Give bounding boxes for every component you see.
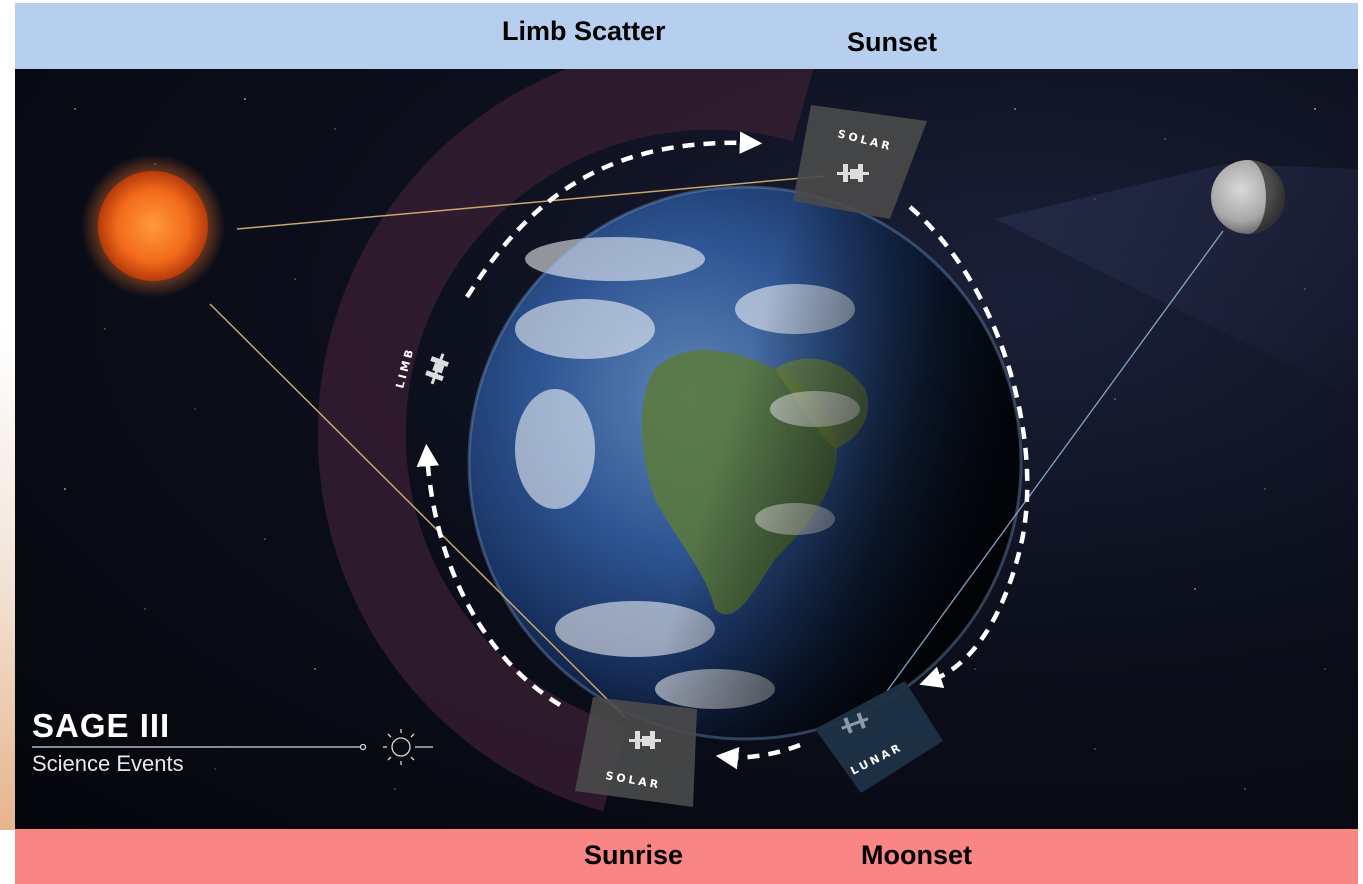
arrow-limb-to-sunset [465,131,763,299]
moonset-label: Moonset [861,840,972,870]
sage-iii-science-events-diagram: SOLAR LIMB SOLAR [15,69,1358,829]
limb-scatter-label: Limb Scatter [502,16,666,46]
left-edge-background [0,330,15,830]
bottom-label-band [15,829,1358,884]
moon [1211,160,1285,234]
sun [81,154,225,298]
poster-subtitle: Science Events [32,751,184,776]
diagram-svg: SOLAR LIMB SOLAR [32,69,1358,812]
sage-iii-title-block: SAGE III Science Events [32,709,184,777]
limb-segment: LIMB [393,345,449,390]
sunset-label: Sunset [847,27,938,57]
orbit-ring [317,69,814,812]
arrow-sunrise-to-limb [416,443,562,707]
sunrise-label: Sunrise [584,840,684,870]
poster-title: SAGE III [32,707,171,744]
sun-symbol-icon [32,729,433,765]
sun-line-sunset [236,175,826,230]
arrow-sunset-to-moonset [908,205,1030,688]
earth [467,185,1023,741]
solar-bottom-segment: SOLAR [575,697,697,807]
moon-beam [995,164,1358,399]
sun-line-sunrise [209,303,626,718]
arrow-moonset-to-sunrise [715,742,801,770]
top-label-band [15,3,1358,69]
moon-line-moonset [886,230,1224,692]
solar-top-segment: SOLAR [793,105,927,219]
